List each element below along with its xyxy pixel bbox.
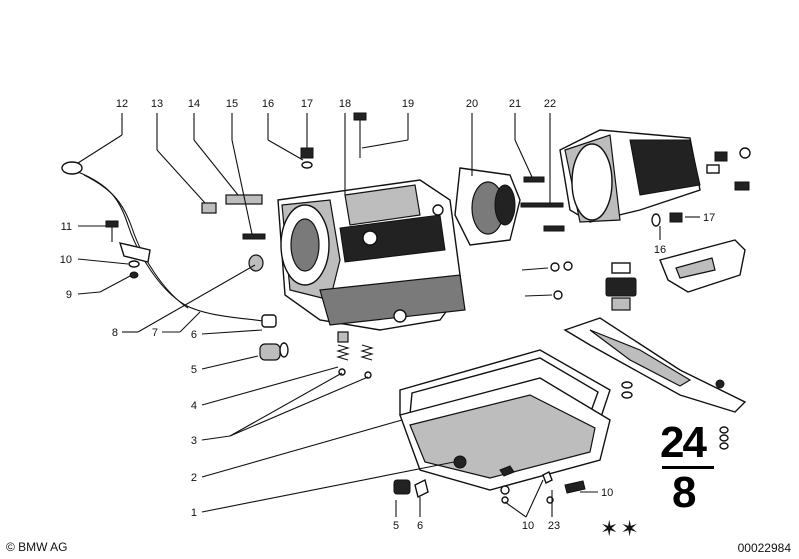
pin-21[interactable] xyxy=(523,176,545,183)
group-number: 24 xyxy=(660,418,707,467)
leader-lines xyxy=(77,113,700,518)
callout-4: 4 xyxy=(191,400,197,412)
group-divider xyxy=(662,466,714,469)
extension-housing[interactable] xyxy=(559,129,751,223)
callout-9: 9 xyxy=(66,289,72,301)
drain-plug[interactable] xyxy=(393,479,411,495)
crossmember[interactable] xyxy=(563,317,747,413)
bolts-set[interactable] xyxy=(521,261,573,300)
callout-11: 11 xyxy=(61,221,72,233)
adapter-plate[interactable] xyxy=(454,167,521,246)
nut-17-right[interactable] xyxy=(669,212,683,223)
callout-18: 18 xyxy=(339,98,351,110)
callout-15: 15 xyxy=(226,98,238,110)
star-markers: ✶✶ xyxy=(600,516,641,541)
callout-21: 21 xyxy=(509,98,521,110)
callout-6: 6 xyxy=(191,329,197,341)
copyright-text: © BMW AG xyxy=(6,540,68,554)
callout-7: 7 xyxy=(152,327,158,339)
callout-14: 14 xyxy=(188,98,200,110)
part-13[interactable] xyxy=(201,202,217,214)
callout-10-bottom: 10 xyxy=(522,520,534,532)
pin-15[interactable] xyxy=(242,233,266,240)
callout-23: 23 xyxy=(548,520,560,532)
valve-springs[interactable] xyxy=(336,331,374,379)
document-number: 00022984 xyxy=(737,541,791,555)
nut-17[interactable] xyxy=(300,147,314,159)
callout-labels: 12 13 14 15 16 17 18 19 20 21 22 11 10 9… xyxy=(60,98,716,532)
callout-16-right: 16 xyxy=(654,244,666,256)
washer-stack[interactable] xyxy=(719,426,729,434)
plug-5-left[interactable] xyxy=(259,342,289,361)
seal-ring[interactable] xyxy=(248,254,264,272)
callout-6-bottom: 6 xyxy=(417,520,423,532)
callout-13: 13 xyxy=(151,98,163,110)
bolt-11[interactable] xyxy=(105,220,151,279)
callout-17: 17 xyxy=(301,98,313,110)
oil-pan[interactable] xyxy=(399,377,611,491)
stud-22[interactable] xyxy=(520,202,564,208)
rubber-mount[interactable] xyxy=(605,262,637,311)
group-subnumber: 8 xyxy=(672,468,697,517)
callout-19: 19 xyxy=(402,98,414,110)
transmission-housing[interactable] xyxy=(277,179,466,331)
callout-5-bottom: 5 xyxy=(393,520,399,532)
callout-3: 3 xyxy=(191,435,197,447)
seal-washer[interactable] xyxy=(414,478,429,499)
callout-20: 20 xyxy=(466,98,478,110)
callout-10-right: 10 xyxy=(601,487,613,499)
mounting-bracket[interactable] xyxy=(659,239,746,293)
callout-5: 5 xyxy=(191,364,197,376)
bottom-hardware[interactable] xyxy=(499,465,586,504)
callout-8: 8 xyxy=(112,327,118,339)
callout-22: 22 xyxy=(544,98,556,110)
callout-17-right: 17 xyxy=(703,212,715,224)
callout-16: 16 xyxy=(262,98,274,110)
callout-12: 12 xyxy=(116,98,128,110)
callout-2: 2 xyxy=(191,472,197,484)
dipstick-tube[interactable] xyxy=(61,161,277,328)
callout-10: 10 xyxy=(60,254,72,266)
callout-1: 1 xyxy=(191,507,197,519)
